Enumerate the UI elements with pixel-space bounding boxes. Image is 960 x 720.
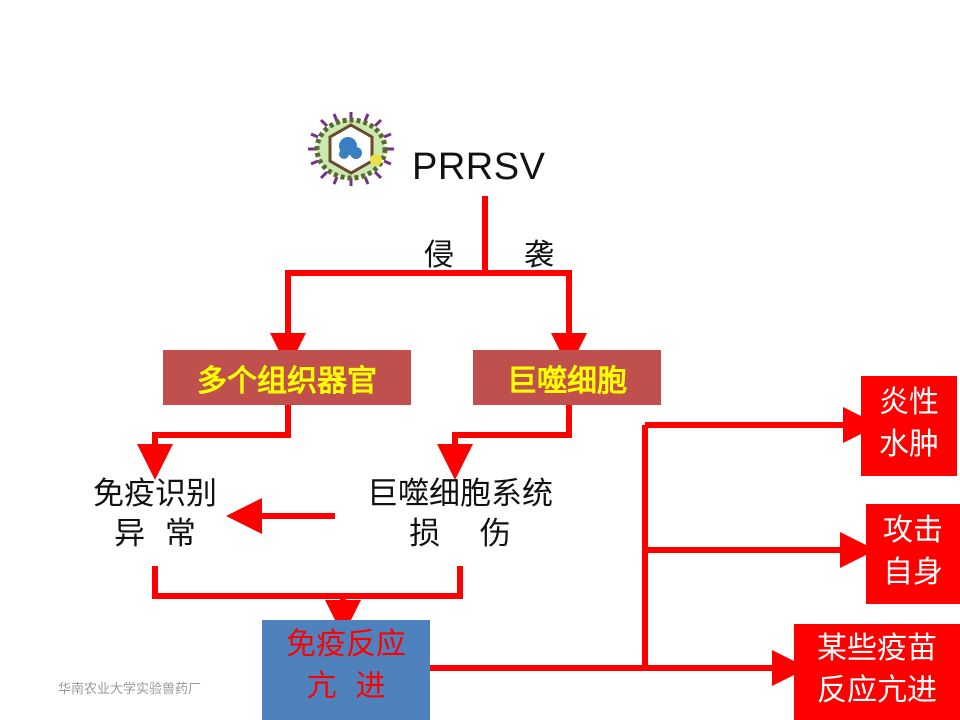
immune-recognition-line1: 免疫识别 (93, 476, 217, 512)
immune-response-box: 免疫反应 亢 进 (262, 620, 430, 720)
arrow-organs-to-recognition (137, 405, 291, 480)
effect-box-inflammation: 炎性 水肿 (861, 376, 957, 476)
footer-text: 华南农业大学实验兽药厂 (58, 682, 202, 697)
arrow-converge (152, 566, 463, 599)
effect-line1: 某些疫苗 (817, 631, 937, 666)
immune-response-line1: 免疫反应 (286, 627, 406, 662)
macrophage-damage-line1: 巨噬细胞系统 (367, 476, 553, 512)
macrophage-box: 巨噬细胞 (473, 350, 661, 405)
effect-box-vaccine: 某些疫苗 反应亢进 (794, 624, 960, 720)
macrophage-damage-line2: 损 伤 (409, 516, 511, 552)
invade-label-right: 袭 (524, 238, 554, 273)
effect-line2: 水肿 (879, 427, 939, 462)
arrow-macrophage-to-damage (437, 405, 572, 480)
page-title: PRRSV (412, 146, 546, 188)
invade-label-left: 侵 (424, 238, 454, 273)
organs-box: 多个组织器官 (163, 350, 411, 405)
virus-icon (308, 112, 394, 186)
effect-line2: 自身 (883, 555, 943, 590)
immune-recognition-line2: 异 常 (114, 516, 196, 552)
effect-line1: 炎性 (879, 385, 939, 420)
effect-line1: 攻击 (883, 513, 943, 548)
effect-line2: 反应亢进 (817, 673, 937, 708)
arrow-to-macrophage (485, 270, 587, 369)
immune-response-line2: 亢 进 (306, 669, 386, 704)
effect-box-autoimmune: 攻击 自身 (866, 504, 960, 604)
macrophage-damage-node: 巨噬细胞系统 损 伤 (340, 474, 580, 554)
arrow-to-organs (270, 270, 485, 369)
immune-recognition-node: 免疫识别 异 常 (70, 474, 240, 554)
